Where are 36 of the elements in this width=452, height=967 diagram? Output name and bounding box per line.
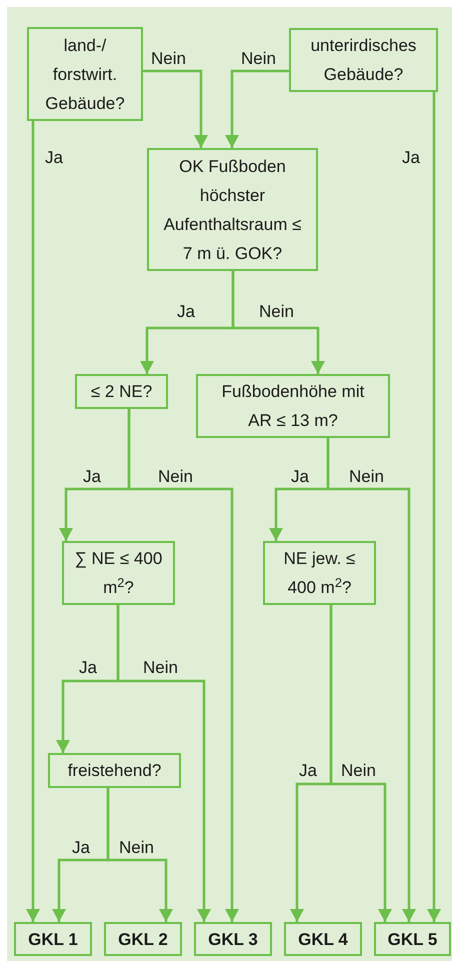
decision-box xyxy=(263,541,376,605)
decision-box xyxy=(147,148,318,271)
question-text: ≤ 2 NE? xyxy=(90,381,152,403)
decision-box xyxy=(196,374,390,438)
question-text: unterirdisches Gebäude? xyxy=(310,35,418,86)
decision-box xyxy=(48,753,181,788)
decision-box xyxy=(62,541,175,605)
result-box xyxy=(284,922,362,956)
decision-box xyxy=(75,374,168,409)
result-box xyxy=(14,922,92,956)
question-text: Fußbodenhöhe mit AR ≤ 13 m? xyxy=(220,381,366,432)
flow-arrow xyxy=(427,92,441,922)
result-label: GKL 2 xyxy=(118,928,168,950)
flow-arrow xyxy=(330,605,392,922)
flow-arrow xyxy=(143,70,208,148)
flow-arrow xyxy=(225,70,289,148)
decision-box xyxy=(289,28,438,92)
flow-arrow xyxy=(128,409,239,922)
result-box xyxy=(104,922,182,956)
flow-arrow xyxy=(116,605,211,922)
question-text: NE jew. ≤ 400 m$^{2}$? xyxy=(282,548,356,599)
flow-arrow xyxy=(106,788,173,922)
result-label: GKL 4 xyxy=(298,928,348,950)
result-box xyxy=(374,922,451,956)
decision-box xyxy=(27,27,143,121)
result-label: GKL 3 xyxy=(208,928,258,950)
flow-arrow xyxy=(232,271,325,374)
result-label: GKL 1 xyxy=(28,928,78,950)
result-label: GKL 5 xyxy=(388,928,438,950)
flow-arrow xyxy=(26,121,40,922)
question-text: land-/ forstwirt. Gebäude? xyxy=(44,34,126,114)
question-text: OK Fußboden höchster Aufenthaltsraum ≤ 7 m ü. GOK? xyxy=(162,156,302,264)
flow-arrow xyxy=(326,438,416,922)
question-text: freistehend? xyxy=(68,760,162,782)
question-text: ∑ NE ≤ 400 m$^{2}$? xyxy=(74,548,164,599)
result-box xyxy=(194,922,272,956)
